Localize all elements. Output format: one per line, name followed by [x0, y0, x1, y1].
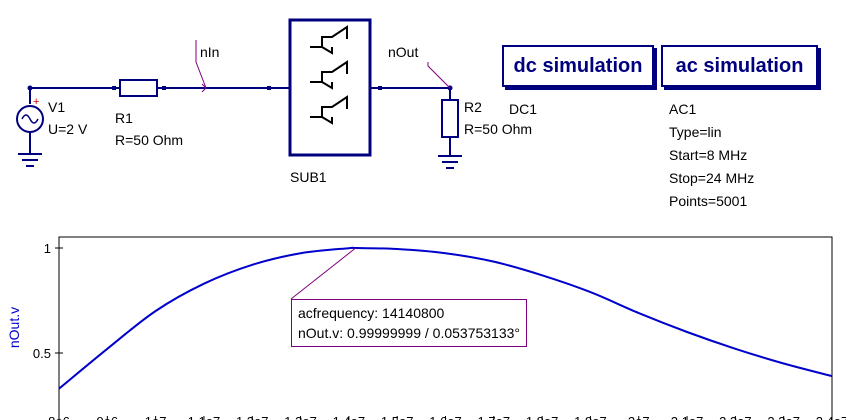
- x-tick-label: 1.5e7: [381, 414, 414, 420]
- x-tick-label: 1.1e7: [188, 414, 221, 420]
- ac-sim-type: Type=lin: [669, 124, 722, 140]
- x-tick-label: 1.9e7: [574, 414, 607, 420]
- x-tick-label: 2.1e7: [671, 414, 704, 420]
- resistor-r1-symbol[interactable]: [119, 79, 158, 97]
- x-tick-label: 1.7e7: [478, 414, 511, 420]
- x-tick-label: 1.3e7: [284, 414, 317, 420]
- ac-sim-start: Start=8 MHz: [669, 147, 748, 163]
- subcircuit-glyph-icon: [310, 25, 348, 125]
- sub1-name: SUB1: [290, 169, 327, 185]
- node-nin-leader: [195, 40, 207, 89]
- x-tick-label: 2.2e7: [719, 414, 752, 420]
- x-tick-label: 9e6: [96, 414, 118, 420]
- dc-sim-name: DC1: [509, 101, 538, 117]
- x-tick-label: 2e7: [628, 414, 650, 420]
- resistor-r2-symbol[interactable]: [441, 99, 459, 138]
- dc-simulation-block[interactable]: dc simulation: [502, 45, 654, 87]
- r1-name: R1: [115, 110, 133, 126]
- x-tick-label: 1.8e7: [526, 414, 559, 420]
- y-axis-label: nOut.v: [6, 307, 22, 348]
- node-nin-label[interactable]: nIn: [200, 44, 220, 60]
- r2-name: R2: [464, 99, 482, 115]
- r1-param: R=50 Ohm: [115, 132, 184, 148]
- v1-param: U=2 V: [48, 121, 88, 137]
- node-nout-label[interactable]: nOut: [388, 44, 419, 60]
- marker-leader-line: [290, 247, 356, 300]
- x-tick-label: 1e7: [145, 414, 167, 420]
- x-tick-label: 2.4e7: [816, 414, 846, 420]
- ac-sim-stop: Stop=24 MHz: [669, 170, 755, 186]
- ac-sim-points: Points=5001: [669, 193, 748, 209]
- ac-simulation-block[interactable]: ac simulation: [661, 45, 818, 87]
- r2-param: R=50 Ohm: [464, 121, 533, 137]
- schematic: [16, 18, 462, 169]
- ac-sim-name: AC1: [669, 101, 697, 117]
- x-tick-label: 1.4e7: [333, 414, 366, 420]
- y-tick-label: 0.5: [33, 346, 51, 361]
- node-nout-leader: [427, 62, 451, 89]
- v1-plus-sign: +: [33, 96, 40, 108]
- marker-frequency: acfrequency: 14140800: [298, 305, 445, 321]
- x-tick-label: 1.6e7: [429, 414, 462, 420]
- plot-marker-readout[interactable]: acfrequency: 14140800 nOut.v: 0.99999999…: [291, 299, 528, 347]
- marker-value: nOut.v: 0.99999999 / 0.053753133°: [298, 325, 521, 341]
- x-tick-label: 2.3e7: [767, 414, 800, 420]
- x-tick-label: 8e6: [48, 414, 70, 420]
- y-tick-label: 1: [44, 241, 51, 256]
- x-tick-label: 1.2e7: [236, 414, 269, 420]
- ac-wave-icon: [21, 114, 39, 124]
- v1-name: V1: [48, 99, 66, 115]
